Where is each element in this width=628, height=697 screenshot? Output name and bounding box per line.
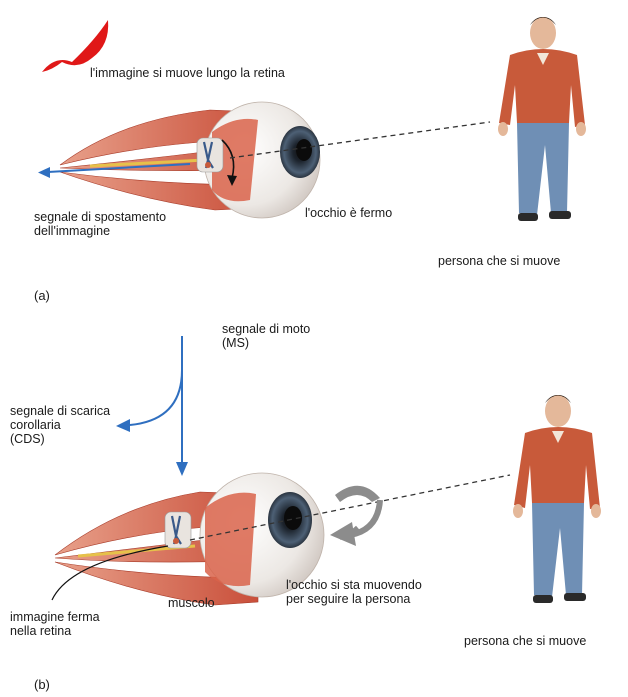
walking-person-b — [513, 395, 601, 603]
panel-a-letter: (a) — [34, 289, 50, 303]
retina-figure-a-icon — [197, 138, 223, 172]
eye-rotation-arrow-icon — [330, 486, 380, 546]
motor-signal-arrow — [176, 336, 188, 476]
cds-caption: segnale di scarica corollaria (CDS) — [10, 404, 110, 446]
motor-signal-caption: segnale di moto (MS) — [222, 322, 310, 350]
eye-still-caption: l'occhio è fermo — [305, 206, 392, 220]
panel-b-letter: (b) — [34, 678, 50, 692]
eye-moving-caption: l'occhio si sta muovendo per seguire la … — [286, 578, 422, 606]
walking-person-a — [498, 17, 586, 221]
person-caption-a: persona che si muove — [438, 254, 560, 268]
still-image-caption: immagine ferma nella retina — [10, 610, 100, 638]
muscle-caption: muscolo — [168, 596, 215, 610]
cds-signal-arrow — [116, 370, 182, 432]
displacement-signal-caption: segnale di spostamento dell'immagine — [34, 210, 166, 238]
moving-image-icon — [42, 20, 108, 72]
image-moves-caption: l'immagine si muove lungo la retina — [90, 66, 285, 80]
retina-figure-b-icon — [165, 512, 191, 548]
person-caption-b: persona che si muove — [464, 634, 586, 648]
